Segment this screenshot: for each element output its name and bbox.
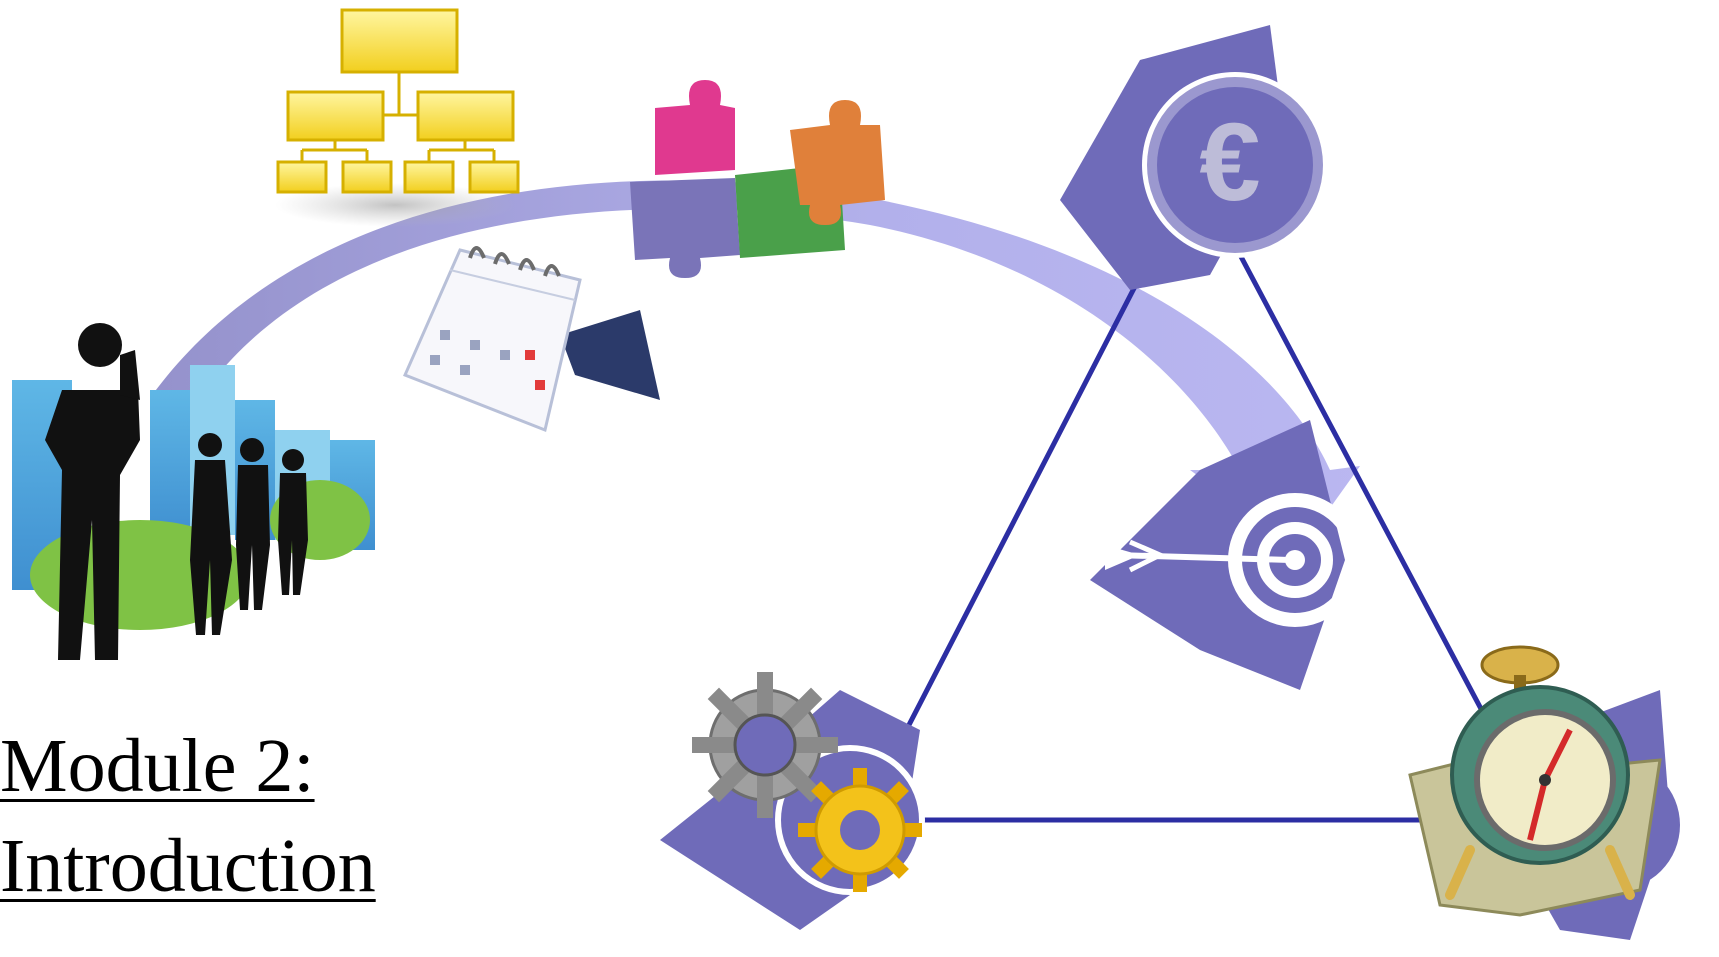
- target-icon: [1090, 420, 1362, 690]
- title-line-1: Module 2:: [0, 724, 315, 808]
- title-line-2: Introduction: [0, 824, 376, 908]
- euro-icon: €: [1060, 25, 1328, 290]
- alarm-clock-icon: [1408, 645, 1680, 940]
- puzzle-icon: [630, 80, 885, 278]
- org-chart-icon: [275, 8, 520, 227]
- business-people-icon: [12, 323, 375, 660]
- calendar-icon: [402, 246, 660, 433]
- svg-text:€: €: [1199, 101, 1260, 224]
- gears-icon: [660, 672, 925, 930]
- curved-arrow: [150, 180, 1360, 550]
